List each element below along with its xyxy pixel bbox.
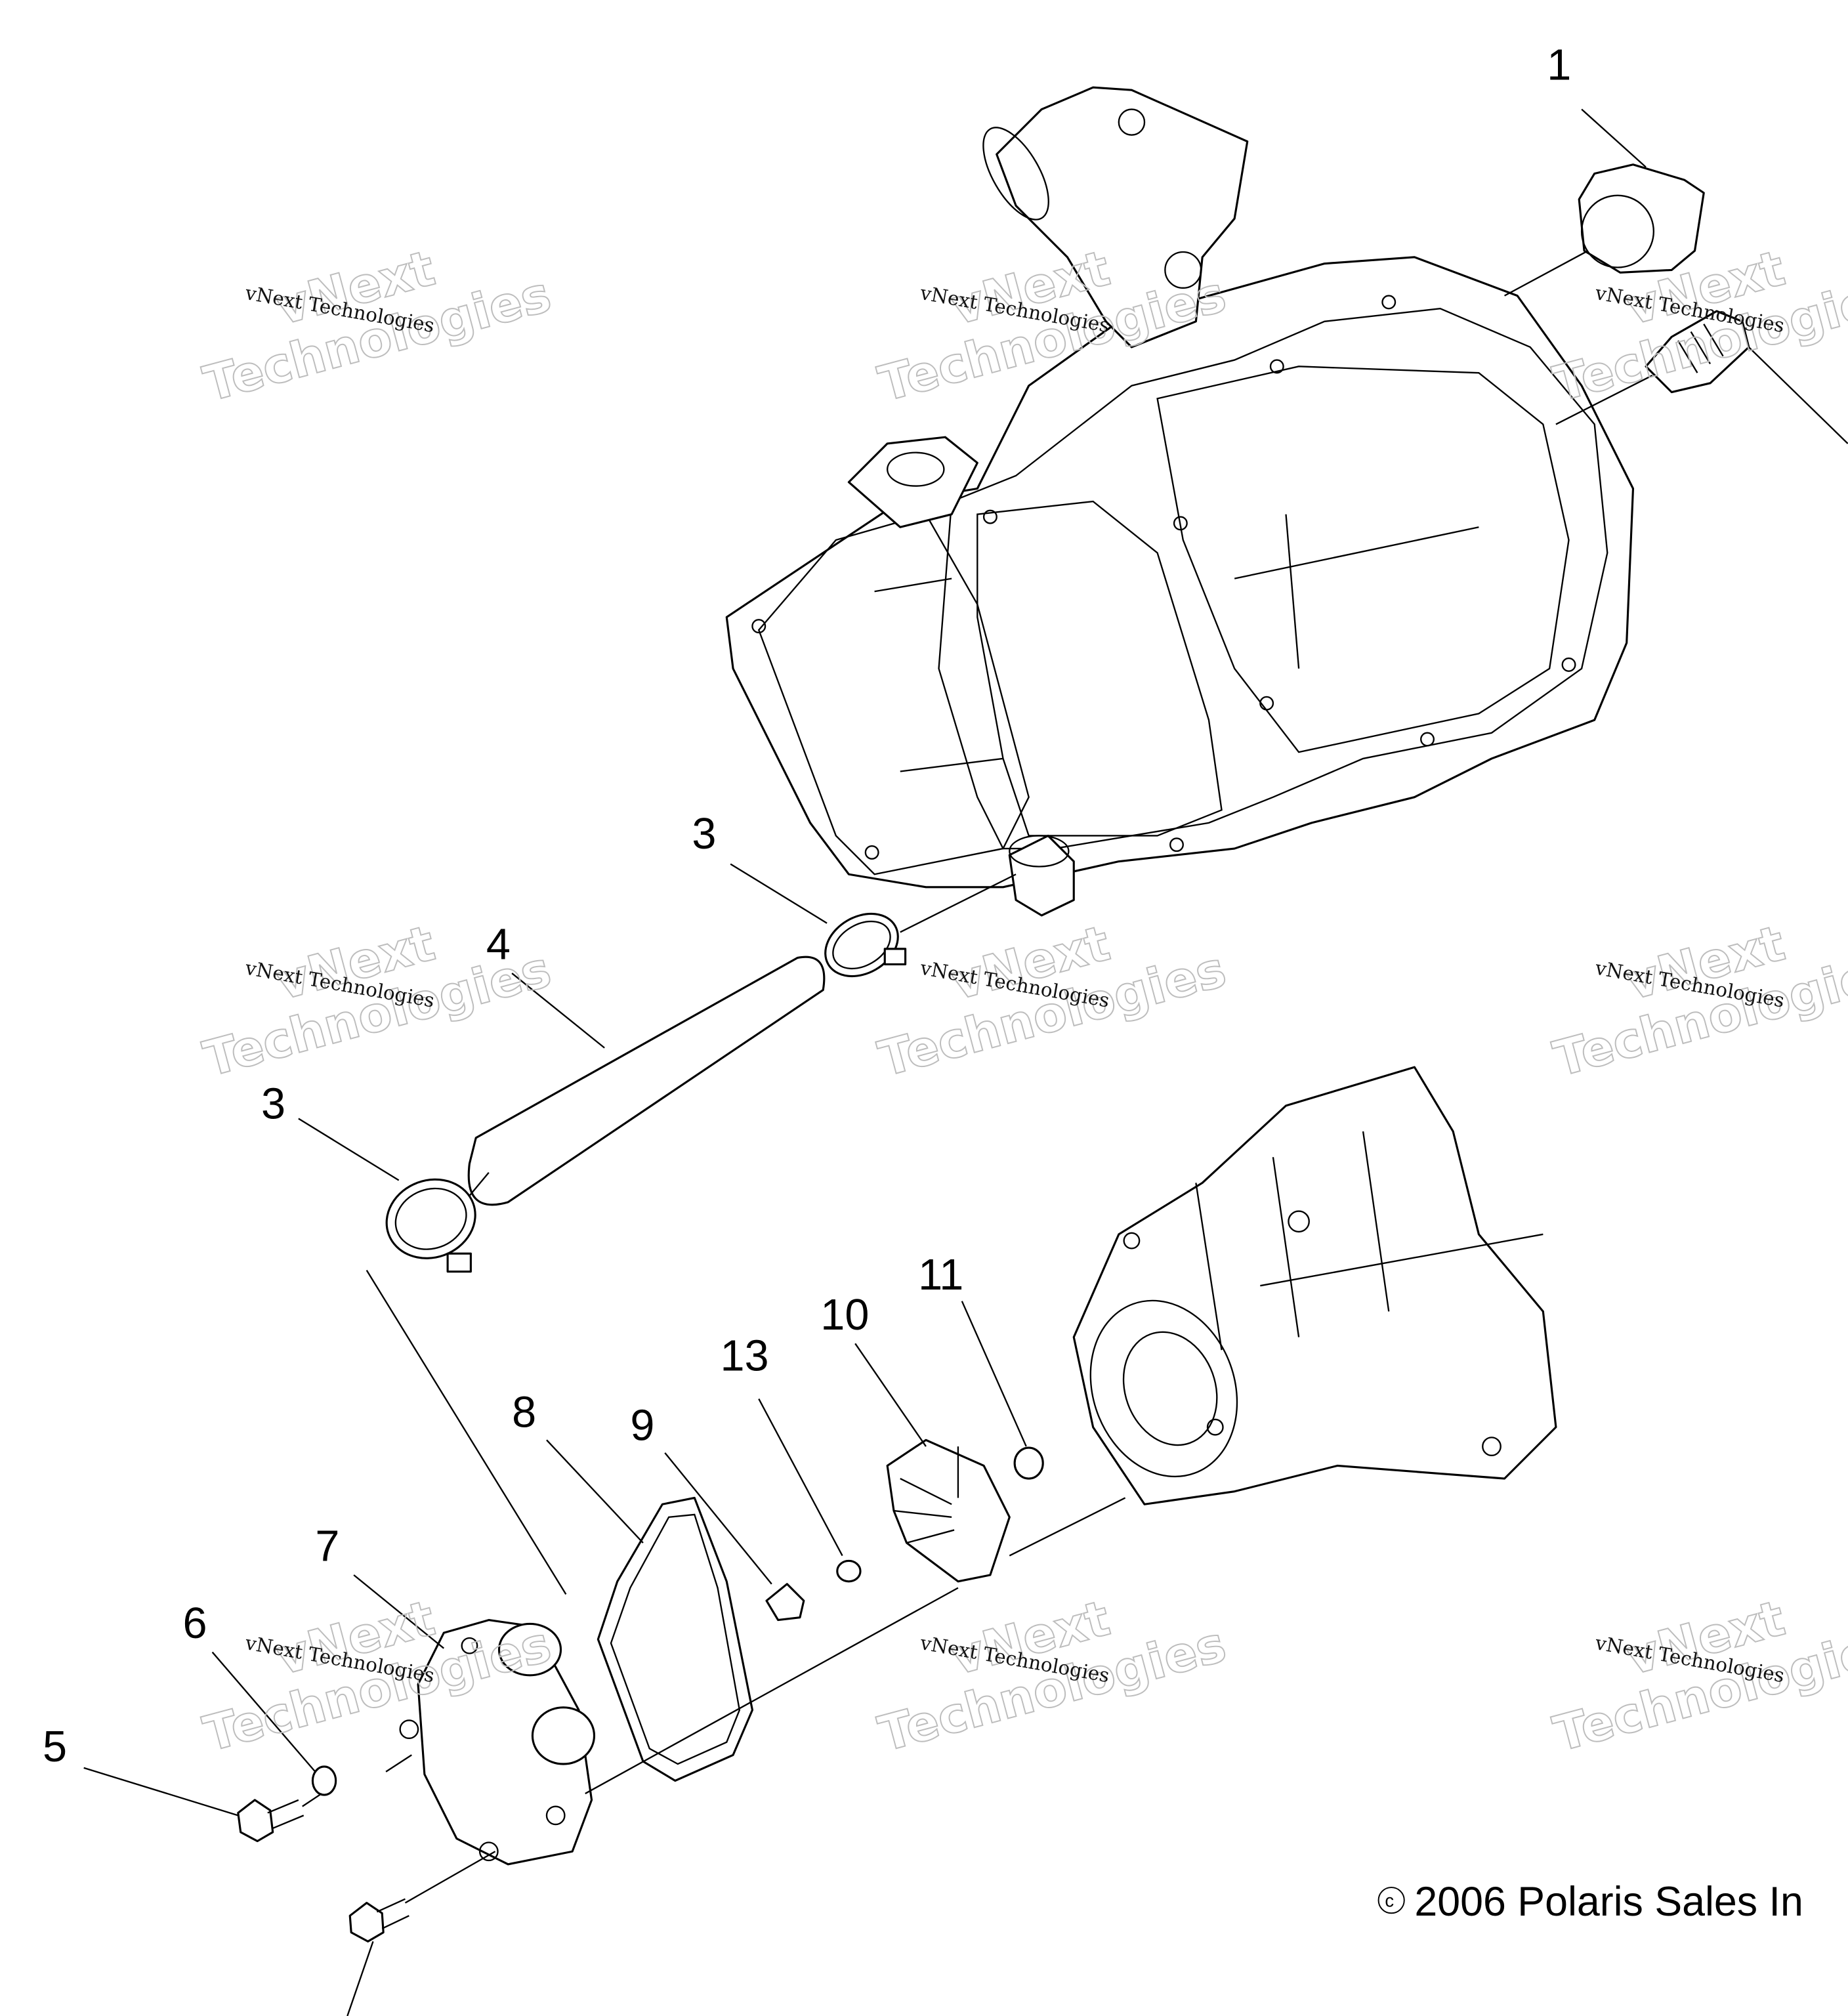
copyright-symbol: c — [1385, 1890, 1394, 1910]
part-8-gasket — [597, 1496, 754, 1782]
copyright: c 2006 Polaris Sales In — [1377, 1879, 1803, 1925]
callout-3-upper: 3 — [692, 810, 716, 858]
part-1-thermostat — [1578, 163, 1705, 274]
leader-lines — [83, 108, 1848, 2016]
part-3-hose-clamp-upper — [824, 912, 907, 978]
callout-9: 9 — [630, 1401, 654, 1450]
callout-10: 10 — [820, 1291, 869, 1339]
copyright-text: 2006 Polaris Sales In — [1414, 1879, 1803, 1925]
part-3-hose-clamp-lower — [385, 1178, 476, 1273]
part-4-coolant-hose — [467, 956, 826, 1206]
part-11-seal — [1013, 1446, 1044, 1480]
part-9-plug — [765, 1583, 805, 1622]
callout-4: 4 — [486, 921, 511, 969]
callout-7: 7 — [315, 1522, 339, 1570]
part-5-bolt — [237, 1799, 304, 1843]
callout-5: 5 — [43, 1723, 67, 1771]
callout-3-lower: 3 — [261, 1080, 285, 1128]
callouts: 1 3 4 3 13 10 11 8 9 7 6 5 — [43, 41, 1571, 1771]
part-7-pump-cover — [399, 1619, 596, 1866]
part-bolt-lower — [348, 1898, 410, 1942]
callout-1: 1 — [1547, 41, 1571, 89]
crankcase — [1072, 1066, 1557, 1505]
part-6-washer — [311, 1765, 337, 1796]
callout-6: 6 — [183, 1599, 207, 1648]
callout-8: 8 — [512, 1389, 536, 1437]
temperature-sensor — [1645, 310, 1750, 394]
callout-13: 13 — [720, 1332, 768, 1380]
part-10-impeller — [886, 1438, 1011, 1583]
cylinder-head-assembly — [725, 86, 1635, 917]
part-13-washer — [836, 1559, 862, 1583]
callout-11: 11 — [918, 1251, 963, 1299]
